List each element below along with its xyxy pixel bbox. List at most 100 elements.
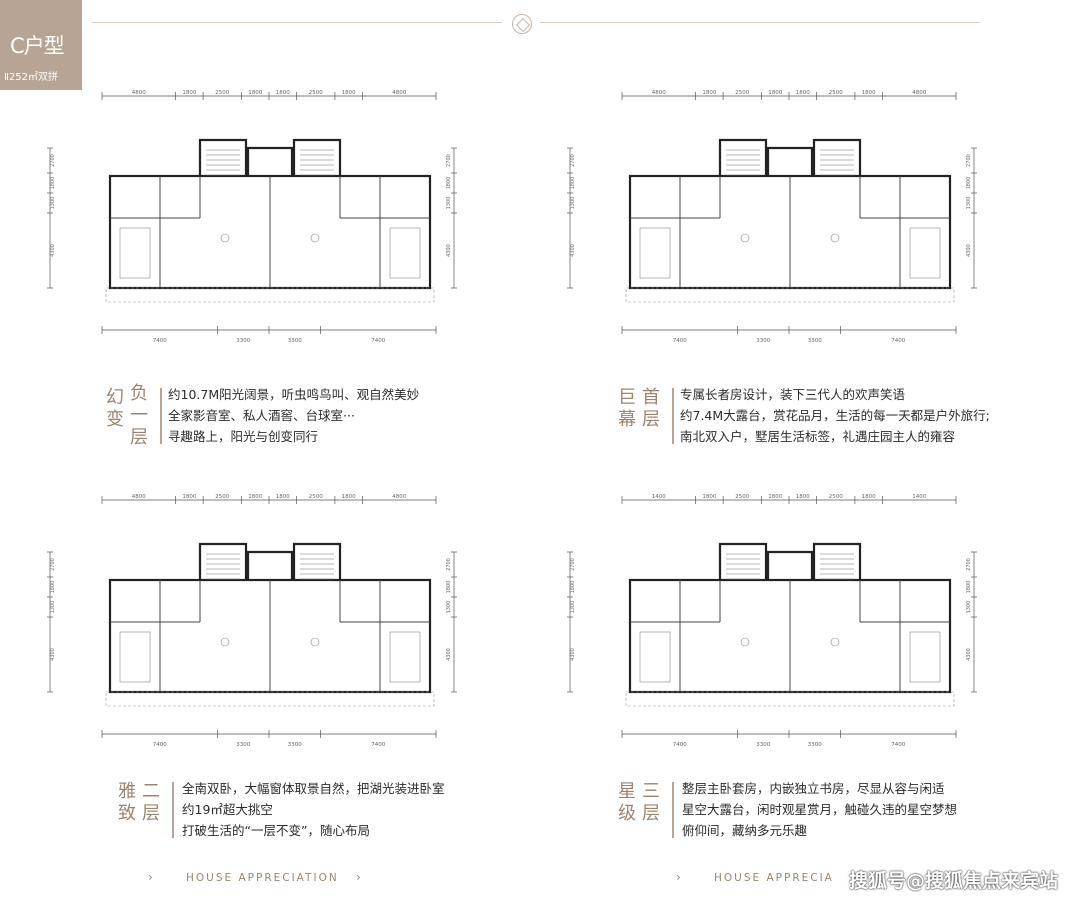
dimension-label: 2700	[446, 558, 452, 571]
dimension-label: 1800	[248, 90, 262, 96]
dimension-label: 2700	[446, 154, 452, 167]
dimension-label: 2700	[966, 154, 972, 167]
fixture-marker	[220, 233, 230, 243]
caption-bar-third	[672, 782, 674, 838]
caption-title-second: 雅 致 二 层	[118, 781, 160, 824]
chevron-right-icon: ›	[356, 870, 361, 884]
dimension-label: 3300	[236, 742, 250, 748]
dimension-label: 1800	[342, 494, 356, 500]
dimension-label: 1800	[702, 494, 716, 500]
caption-text-second: 全南双卧，大幅窗体取景自然，把湖光装进卧室 约19㎡超大挑空 打破生活的“一层不…	[182, 781, 445, 838]
header-divider-right	[540, 22, 980, 23]
balcony-outline	[625, 287, 955, 303]
dimension-label: 2700	[570, 154, 576, 167]
furniture	[909, 227, 941, 279]
dimension-label: 1400	[652, 494, 666, 500]
caption-bar-second	[172, 782, 174, 838]
dimension-label: 4800	[652, 90, 666, 96]
fixture-marker	[310, 637, 320, 647]
dimension-label: 2500	[735, 494, 749, 500]
furniture	[909, 631, 941, 683]
dimension-label: 4300	[966, 648, 972, 661]
dimension-label: 3300	[236, 338, 250, 344]
dimension-label: 1800	[276, 494, 290, 500]
dimension-label: 2700	[966, 558, 972, 571]
dimension-label: 2500	[735, 90, 749, 96]
dimension-label: 1300	[446, 197, 452, 210]
dimension-label: 2500	[215, 90, 229, 96]
dimension-label: 1800	[796, 494, 810, 500]
chevron-right-icon: ›	[676, 870, 681, 884]
dimension-label: 2500	[309, 494, 323, 500]
fixture-marker	[740, 637, 750, 647]
dimension-label: 4300	[570, 648, 576, 661]
dimension-label: 7400	[153, 338, 167, 344]
dimension-label: 1800	[182, 90, 196, 96]
dimension-label: 1300	[570, 197, 576, 210]
furniture	[639, 227, 671, 279]
dimension-label: 2500	[829, 494, 843, 500]
dimension-label: 4800	[912, 90, 926, 96]
fixture-marker	[740, 233, 750, 243]
dimension-label: 1300	[966, 197, 972, 210]
caption-text-basement: 约10.7M阳光阔景，听虫鸣鸟叫、观自然美妙 全家影音室、私人酒窖、台球室···…	[168, 387, 420, 444]
dimension-label: 4300	[446, 648, 452, 661]
dimension-label: 2700	[50, 154, 56, 167]
dimension-label: 3300	[756, 742, 770, 748]
caption-text-first: 专属长者房设计，装下三代人的欢声笑语 约7.4M大露台，赏花品月，生活的每一天都…	[680, 387, 990, 444]
dimension-label: 1300	[966, 601, 972, 614]
chevron-right-icon: ›	[148, 870, 153, 884]
caption-text-third: 整层主卧套房，内嵌独立书房，尽显从容与闲适 星空大露台，闲时观星赏月，触碰久违的…	[682, 781, 958, 838]
dimension-label: 7400	[673, 338, 687, 344]
dimension-label: 1300	[50, 601, 56, 614]
dimension-label: 4300	[446, 244, 452, 257]
dimension-label: 1800	[248, 494, 262, 500]
dimension-label: 2500	[829, 90, 843, 96]
dimension-label: 3300	[288, 338, 302, 344]
dimension-label: 2500	[215, 494, 229, 500]
house-type-title: C户型	[10, 34, 65, 58]
dimension-label: 1800	[570, 581, 576, 594]
dimension-label: 1800	[50, 581, 56, 594]
dimension-label: 1800	[50, 177, 56, 190]
dimension-label: 3300	[756, 338, 770, 344]
dimension-label: 7400	[891, 742, 905, 748]
caption-title-third: 星 级 三 层	[618, 781, 660, 824]
furniture	[389, 631, 421, 683]
dimension-label: 1800	[796, 90, 810, 96]
stair-wall	[718, 542, 862, 580]
balcony-outline	[105, 287, 435, 303]
dimension-label: 1800	[862, 494, 876, 500]
dimension-label: 4800	[392, 90, 406, 96]
dimension-label: 4800	[132, 90, 146, 96]
footer-label-left: HOUSE APPRECIATION	[186, 872, 339, 884]
furniture	[119, 227, 151, 279]
dimension-label: 2700	[570, 558, 576, 571]
fixture-marker	[830, 233, 840, 243]
caption-title-basement: 幻 变 负 一 层	[106, 383, 148, 448]
dimension-label: 1800	[446, 177, 452, 190]
dimension-label: 1800	[570, 177, 576, 190]
dimension-label: 1800	[446, 581, 452, 594]
fixture-marker	[220, 637, 230, 647]
dimension-label: 4300	[570, 244, 576, 257]
dimension-label: 1800	[966, 177, 972, 190]
dimension-label: 4300	[50, 244, 56, 257]
dimension-label: 1800	[342, 90, 356, 96]
dimension-label: 7400	[371, 338, 385, 344]
furniture	[389, 227, 421, 279]
dimension-label: 7400	[891, 338, 905, 344]
dimension-label: 1800	[182, 494, 196, 500]
dimension-label: 1300	[50, 197, 56, 210]
dimension-label: 1800	[768, 494, 782, 500]
fixture-marker	[310, 233, 320, 243]
dimension-label: 3300	[808, 338, 822, 344]
house-type-badge: C户型 Ⅱ252㎡双拼	[0, 0, 82, 90]
caption-bar-basement	[160, 388, 162, 444]
stair-wall	[198, 542, 342, 580]
furniture	[119, 631, 151, 683]
dimension-label: 4800	[392, 494, 406, 500]
header-divider-left	[92, 22, 502, 23]
